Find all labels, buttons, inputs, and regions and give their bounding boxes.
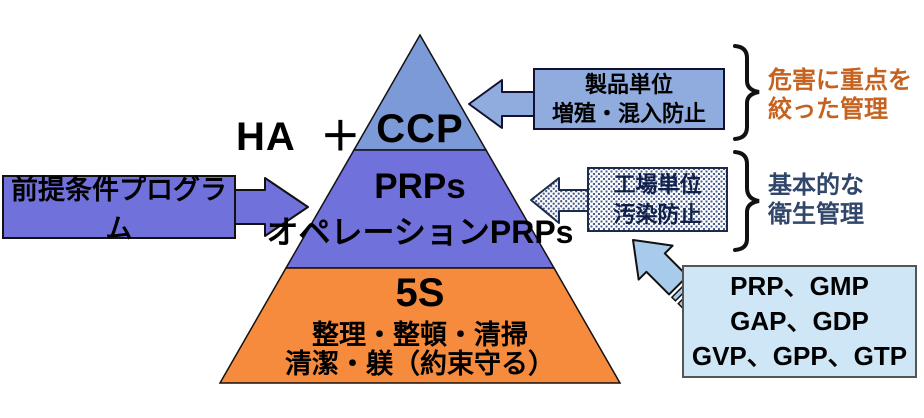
ccp-label: CCP (376, 107, 464, 151)
prp-gmp-line2: GAP、GDP (730, 305, 869, 336)
prp-gmp-line1: PRP、GMP (730, 270, 869, 301)
brace-basic (733, 150, 760, 252)
basic-note-line1: 基本的な (768, 172, 864, 199)
factory-unit-line1: 工場単位 (613, 172, 702, 198)
operation-prps-label: オペレーションPRPs (266, 214, 574, 250)
prerequisite-arrow-icon (233, 177, 309, 237)
5s-label: 5S (395, 271, 445, 315)
hazard-management-note: 危害に重点を 絞った管理 (768, 66, 912, 125)
product-unit-line2: 増殖・混入防止 (551, 101, 706, 126)
hazard-note-line1: 危害に重点を (768, 67, 912, 94)
pyramid-bottom-5s (218, 267, 622, 384)
factory-unit-box: 工場単位 汚染防止 (587, 167, 728, 232)
ha-plus-label: HA ＋ (236, 115, 362, 159)
prp-gmp-line3: GVP、GPP、GTP (691, 341, 908, 372)
factory-unit-line2: 汚染防止 (613, 201, 702, 227)
5s-line2: 清潔・躾（約束守る） (285, 349, 555, 379)
product-unit-line1: 製品単位 (584, 71, 673, 97)
product-unit-box: 製品単位 増殖・混入防止 (533, 68, 725, 130)
prerequisite-program-box: 前提条件プログラム (2, 175, 236, 244)
basic-note-line2: 衛生管理 (768, 201, 864, 229)
brace-hazard (733, 44, 760, 141)
prp-gmp-box: PRP、GMP GAP、GDP GVP、GPP、GTP (682, 265, 917, 378)
hazard-note-line2: 絞った管理 (768, 96, 888, 124)
basic-hygiene-note: 基本的な 衛生管理 (768, 171, 864, 230)
prerequisite-program-label: 前提条件プログラム (11, 175, 227, 244)
5s-line1: 整理・整頓・清掃 (312, 320, 528, 350)
prps-label: PRPs (374, 167, 466, 206)
